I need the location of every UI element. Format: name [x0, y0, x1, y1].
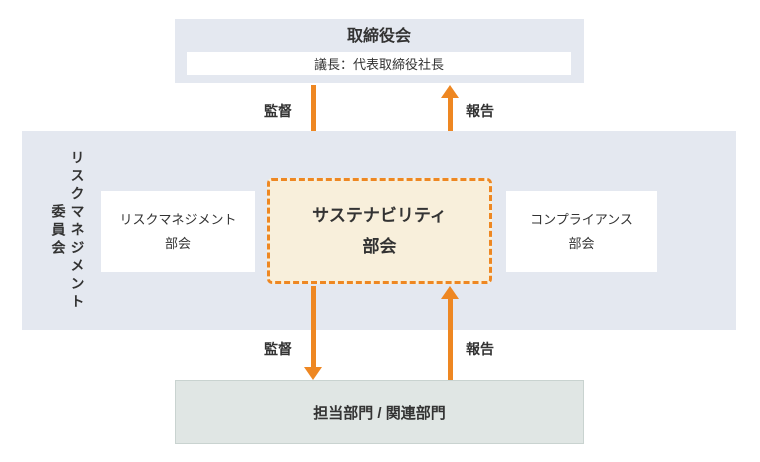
board-of-directors-box: 取締役会 議長：代表取締役社長: [175, 19, 584, 83]
arrow-shaft: [447, 299, 453, 380]
risk-subcommittee-label-line1: リスクマネジメント: [119, 211, 237, 227]
report-label-bottom: 報告: [466, 341, 494, 357]
risk-management-subcommittee-box: リスクマネジメント 部会: [101, 191, 255, 272]
report-label-top: 報告: [466, 103, 494, 119]
sustainability-subcommittee-label-line2: 部会: [362, 237, 397, 256]
compliance-subcommittee-label-line2: 部会: [568, 235, 595, 251]
sustainability-subcommittee-box: サステナビリティ 部会: [267, 178, 492, 284]
risk-subcommittee-label-line2: 部会: [164, 235, 191, 251]
risk-management-committee-panel: リスクマネジメント 委員会 リスクマネジメント 部会 サステナビリティ 部会 コ…: [22, 131, 736, 330]
departments-label: 担当部門 / 関連部門: [313, 404, 446, 422]
board-title: 取締役会: [346, 28, 411, 45]
board-chair-label: 議長：代表取締役社長: [313, 57, 444, 72]
committee-side-label-line2: 委員会: [50, 203, 67, 258]
committee-side-label-line1: リスクマネジメント: [69, 149, 86, 312]
board-chair-strip: 議長：代表取締役社長: [187, 52, 571, 75]
supervise-label-top: 監督: [264, 103, 292, 119]
compliance-subcommittee-box: コンプライアンス 部会: [506, 191, 657, 272]
arrow-shaft: [310, 85, 316, 165]
arrow-shaft: [310, 286, 316, 367]
supervise-label-bottom: 監督: [264, 341, 292, 357]
arrow-head-up-icon: [441, 286, 459, 299]
supervise-arrow-down-bottom: [304, 286, 322, 380]
committee-side-label: リスクマネジメント 委員会: [44, 131, 92, 330]
sustainability-subcommittee-label-line1: サステナビリティ: [312, 206, 447, 225]
arrow-head-down-icon: [304, 367, 322, 380]
compliance-subcommittee-label-line1: コンプライアンス: [530, 211, 633, 227]
departments-box: 担当部門 / 関連部門: [175, 380, 584, 444]
report-arrow-up-bottom: [441, 286, 459, 380]
arrow-head-up-icon: [441, 85, 459, 98]
